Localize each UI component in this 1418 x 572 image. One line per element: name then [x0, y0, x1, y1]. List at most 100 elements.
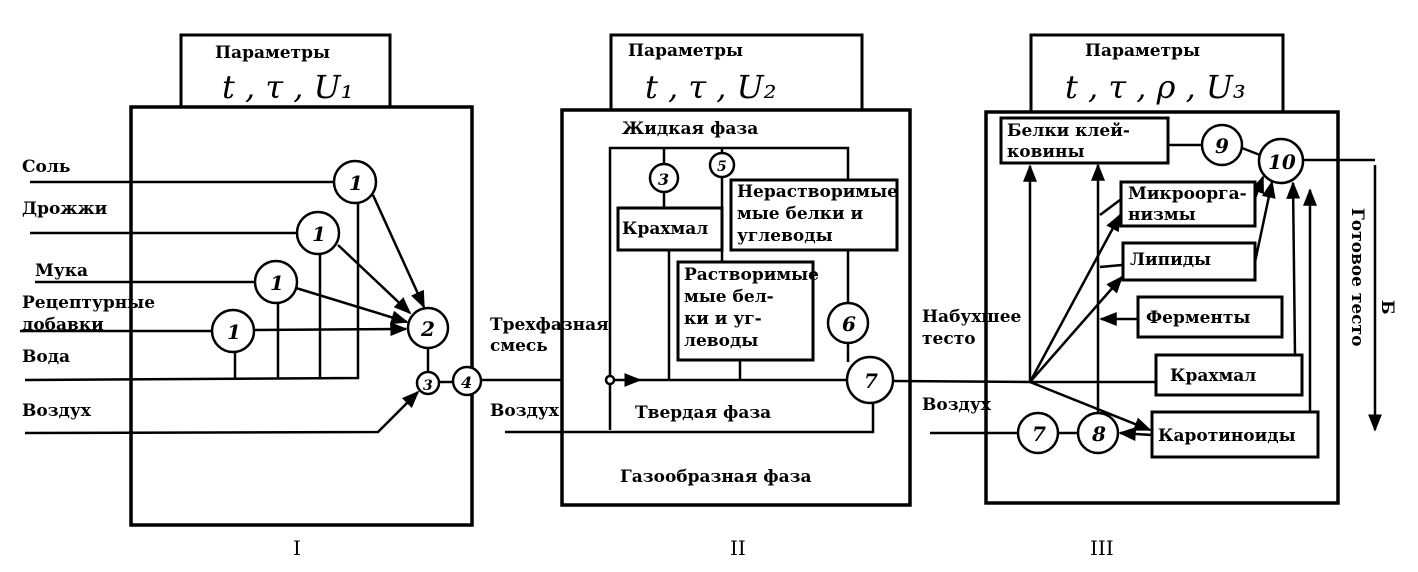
stage-box-1	[129, 105, 474, 527]
output-label: Готовое тесто	[1347, 208, 1367, 346]
svg-text:4: 4	[461, 373, 472, 392]
stage-label-3: III	[1090, 536, 1114, 560]
output-mark: Б	[1377, 300, 1397, 315]
node-1-flour: 1	[253, 259, 299, 305]
svg-text:3: 3	[658, 170, 669, 189]
gluten-line-1: Белки клей-	[1007, 121, 1130, 141]
svg-text:6: 6	[842, 312, 856, 336]
params-values-2: t , τ , U₂	[645, 68, 776, 106]
panel-2: Параметры t , τ , U₂ II Жидкая фаза Твер…	[490, 33, 1031, 560]
node-1-additives: 1	[210, 308, 256, 354]
params-values-3: t , τ , ρ , U₃	[1065, 68, 1246, 106]
stage2-output-line	[892, 379, 1031, 384]
junction	[604, 374, 616, 386]
swollen-dough-1: Набухшее	[922, 307, 1022, 327]
soluble-line-3: ки и уг-	[684, 309, 762, 329]
input-water: Вода	[22, 347, 70, 367]
soluble-line-1: Растворимые	[684, 265, 819, 285]
stage-box-3	[984, 110, 1340, 505]
svg-text:7: 7	[1032, 422, 1046, 446]
air-line	[24, 390, 420, 435]
liquid-phase-label: Жидкая фаза	[622, 119, 758, 139]
arrow-to-mixer	[295, 286, 409, 325]
starch-box-3	[1154, 353, 1304, 397]
insoluble-box	[729, 178, 899, 252]
three-phase-mix-1: Трехфазная	[490, 315, 609, 335]
node-1-yeast: 1	[295, 210, 341, 256]
node-6: 6	[826, 301, 870, 345]
svg-text:8: 8	[1091, 422, 1106, 446]
svg-text:10: 10	[1268, 150, 1296, 174]
insoluble-line-3: углеводы	[737, 226, 833, 246]
params-box-1	[179, 33, 392, 109]
three-phase-mix-2: смесь	[490, 336, 548, 356]
starch-label-2: Крахмал	[622, 219, 708, 239]
carotenoid-to-8	[1118, 426, 1153, 441]
input-yeast: Дрожжи	[22, 199, 108, 219]
svg-text:3: 3	[423, 378, 433, 394]
starch-box-2	[616, 206, 724, 252]
node-10: 10	[1257, 137, 1305, 185]
starch-label-3: Крахмал	[1170, 366, 1256, 386]
arrow-to-mixer	[253, 322, 408, 337]
lipid-link	[1099, 263, 1123, 269]
insoluble-line-1: Нерастворимые	[737, 182, 898, 202]
air-label-3: Воздух	[922, 395, 992, 415]
lipids-box	[1121, 241, 1257, 282]
node-5: 5	[708, 151, 736, 179]
insoluble-line-2: мые белки и	[737, 204, 863, 224]
params-title-1: Параметры	[215, 43, 330, 63]
carotenoids-box	[1150, 410, 1320, 459]
node-2: 2	[406, 306, 450, 350]
swollen-dough-2: тесто	[922, 329, 976, 349]
starch-to-10	[1286, 181, 1301, 356]
svg-text:1: 1	[270, 271, 284, 295]
micro-link	[1099, 199, 1121, 216]
enzymes-label: Ферменты	[1146, 308, 1250, 328]
stage-label-1: I	[293, 536, 301, 560]
lipid-to-10	[1253, 180, 1276, 263]
svg-text:1: 1	[227, 320, 241, 344]
node-7-iii: 7	[1016, 411, 1060, 455]
carotenoids-label: Каротиноиды	[1158, 426, 1296, 446]
arrow-to-mixer	[337, 244, 412, 315]
stage-label-2: II	[730, 536, 746, 560]
node-3: 3	[415, 370, 441, 396]
node-1-salt: 1	[332, 159, 378, 205]
node-3-ii: 3	[648, 162, 680, 194]
gluten-line-2: ковины	[1007, 142, 1085, 162]
lipids-label: Липиды	[1130, 250, 1211, 270]
solid-phase-label: Твердая фаза	[635, 403, 771, 423]
params-box-3	[1029, 33, 1285, 114]
enzymes-box	[1136, 295, 1284, 339]
9-to-10	[1241, 146, 1261, 157]
to-microorganisms	[1028, 213, 1122, 383]
soluble-line-2: мые бел-	[684, 287, 774, 307]
svg-text:1: 1	[312, 222, 326, 246]
to-lipids	[1029, 275, 1124, 383]
micro-line-2: низмы	[1128, 205, 1196, 225]
soluble-line-4: леводы	[684, 331, 758, 351]
gas-phase-label: Газообразная фаза	[620, 467, 812, 487]
node-9: 9	[1200, 123, 1244, 167]
air-line-2	[505, 404, 875, 434]
water-line	[24, 203, 360, 382]
input-flour: Мука	[35, 261, 88, 281]
svg-text:7: 7	[864, 369, 878, 393]
params-title-3: Параметры	[1085, 41, 1200, 61]
micro-line-1: Микроорга-	[1128, 184, 1247, 204]
node-4: 4	[451, 365, 483, 397]
soluble-box	[676, 260, 815, 362]
stage-box-2	[560, 108, 912, 507]
svg-text:2: 2	[420, 317, 435, 341]
svg-text:9: 9	[1215, 134, 1229, 158]
input-air: Воздух	[22, 401, 92, 421]
microorganisms-box	[1119, 180, 1257, 228]
arrow-to-mixer	[371, 194, 426, 309]
gluten-box	[999, 116, 1170, 165]
svg-text:5: 5	[717, 159, 727, 175]
input-salt: Соль	[22, 157, 70, 177]
node-8: 8	[1076, 411, 1120, 455]
panel-1: Параметры t , τ , U₁ I Соль Дрожжи Мука …	[20, 33, 562, 560]
